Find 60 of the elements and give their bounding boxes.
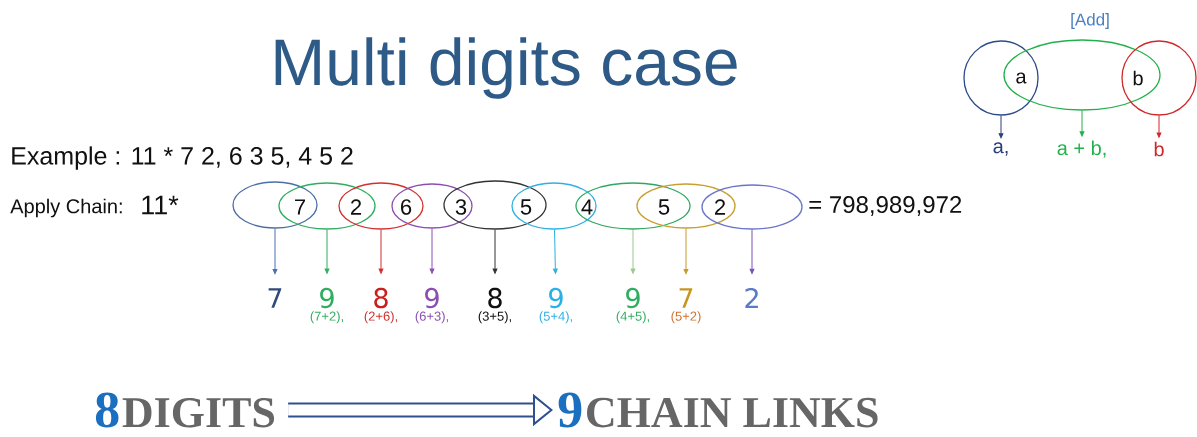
tag-label: [Add] — [1071, 13, 1109, 29]
heading-text: 8DIGITS — [95, 392, 275, 428]
result-digit: 9 — [425, 287, 439, 309]
ellipse — [1003, 39, 1161, 111]
sum-label: (3+5), — [478, 311, 511, 324]
sum-label: (2+6), — [364, 311, 397, 324]
digit-label: 6 — [401, 199, 412, 215]
result-digit: 9 — [549, 287, 563, 309]
ellipse — [278, 182, 376, 230]
ellipse — [232, 181, 318, 229]
digit-label: 2 — [715, 199, 725, 215]
chain-label: Apply Chain: — [10, 198, 122, 218]
sum-label: (5+2) — [671, 311, 701, 324]
multiplier-label: 11* — [142, 195, 179, 215]
sum-label: (4+5), — [616, 311, 649, 324]
example-text: Example : 11 * 7 2, 6 3 5, 4 5 2 — [12, 146, 353, 170]
digit-label: 3 — [455, 199, 467, 215]
arrow — [492, 229, 498, 274]
result-digit: a, — [993, 142, 1008, 156]
result-digit: 7 — [268, 288, 282, 308]
result-digit: 9 — [626, 287, 640, 309]
ellipse — [701, 184, 803, 230]
arrow — [630, 229, 636, 274]
ellipse — [636, 183, 736, 229]
arrow — [749, 229, 755, 274]
circle — [1121, 40, 1197, 116]
letter-label: a — [1016, 72, 1027, 84]
result-digit: 8 — [374, 287, 388, 309]
arrow — [1079, 110, 1085, 137]
result-digit: 2 — [745, 288, 758, 308]
ellipse — [391, 183, 473, 229]
arrow — [553, 229, 558, 274]
result-digit: 8 — [488, 287, 502, 309]
result-digit: b — [1154, 141, 1164, 157]
arrow — [1156, 115, 1162, 138]
arrow — [683, 228, 689, 275]
arrow — [324, 229, 330, 274]
sum-label: (7+2), — [310, 311, 343, 324]
title: Multi digits case — [275, 37, 737, 99]
result-digit: 9 — [320, 287, 334, 309]
sum-label: (5+4), — [539, 311, 572, 324]
ellipse — [338, 182, 424, 230]
arrow — [998, 115, 1004, 139]
heading-text: 9CHAIN LINKS — [558, 392, 878, 428]
ellipse — [575, 182, 691, 230]
arrow — [272, 228, 278, 275]
result-digit: a + b, — [1057, 140, 1106, 158]
digit-label: 5 — [658, 199, 670, 215]
arrow — [378, 229, 384, 274]
ellipse — [511, 182, 597, 230]
circle — [963, 40, 1039, 116]
digit-label: 4 — [581, 199, 593, 215]
digit-label: 5 — [520, 199, 532, 215]
sum-label: (6+3), — [415, 311, 448, 324]
digit-label: 7 — [295, 199, 305, 215]
result-digit: 7 — [679, 288, 693, 308]
ellipse — [443, 180, 547, 230]
arrow — [429, 228, 435, 274]
digit-label: 2 — [351, 199, 361, 215]
letter-label: b — [1133, 70, 1143, 86]
